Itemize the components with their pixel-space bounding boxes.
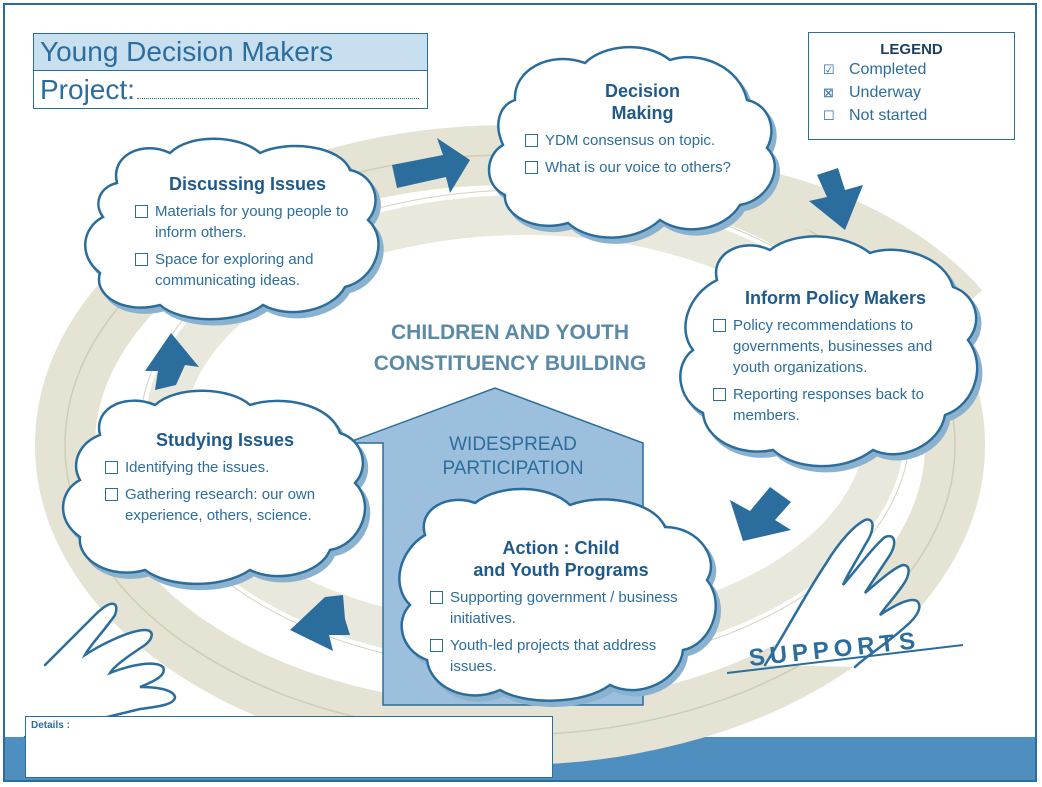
project-input-line[interactable] (136, 72, 419, 99)
project-label: Project: (40, 74, 135, 105)
legend: LEGEND ☑ Completed ⊠ Underway ☐ Not star… (808, 32, 1015, 140)
legend-item-completed: ☑ Completed (823, 58, 1014, 81)
decision-making-content: Decision Making YDM consensus on topic. … (525, 80, 760, 178)
item-label: Identifying the issues. (125, 459, 270, 476)
page-title: Young Decision Makers (34, 34, 427, 71)
arrow-to-studying (290, 595, 350, 651)
checklist-item[interactable]: What is our voice to others? (525, 157, 760, 178)
cloud-decision-making (487, 45, 777, 239)
checkbox-icon[interactable] (430, 591, 443, 604)
action-title-line2: and Youth Programs (473, 560, 649, 580)
checkbox-icon[interactable] (430, 639, 443, 652)
discussing-issues-content: Discussing Issues Materials for young pe… (135, 173, 360, 291)
crossed-box-icon: ⊠ (823, 85, 834, 100)
item-label: What is our voice to others? (545, 159, 731, 176)
title-box: Young Decision Makers Project: (33, 33, 428, 109)
checkbox-icon[interactable] (713, 319, 726, 332)
cycle-arrows (145, 138, 863, 651)
legend-label: Not started (849, 107, 928, 124)
checklist-item[interactable]: Policy recommendations to governments, b… (713, 315, 958, 378)
diagram-background (5, 45, 1035, 780)
project-field[interactable]: Project: (34, 71, 427, 109)
checkbox-icon[interactable] (135, 205, 148, 218)
checklist-item[interactable]: YDM consensus on topic. (525, 130, 760, 151)
legend-label: Completed (849, 61, 927, 78)
checklist-item[interactable]: Youth-led projects that address issues. (430, 635, 692, 677)
item-label: Gathering research: our own experience, … (125, 486, 316, 524)
checklist-item[interactable]: Space for exploring and communicating id… (135, 249, 360, 291)
center-heading-line2: CONSTITUENCY BUILDING (373, 352, 647, 375)
checkbox-icon[interactable] (713, 388, 726, 401)
cloud-studying-issues (61, 389, 367, 586)
action-content: Action : Child and Youth Programs Suppor… (430, 537, 692, 677)
legend-label: Underway (849, 84, 922, 101)
studying-issues-title: Studying Issues (155, 430, 295, 450)
checkbox-icon[interactable] (525, 161, 538, 174)
checklist-item[interactable]: Identifying the issues. (105, 457, 345, 478)
right-hand (763, 518, 921, 669)
cloud-inform-policy (679, 235, 979, 468)
checkbox-icon[interactable] (525, 134, 538, 147)
checklist-item[interactable]: Reporting responses back to members. (713, 384, 958, 426)
arrow-to-inform (809, 168, 863, 230)
empty-box-icon: ☐ (823, 108, 835, 123)
checklist-item[interactable]: Materials for young people to inform oth… (135, 201, 360, 243)
item-label: Space for exploring and communicating id… (155, 251, 314, 289)
details-box[interactable]: Details : (25, 716, 553, 778)
decision-title-line2: Making (611, 103, 674, 123)
cloud-discussing-issues (83, 137, 380, 321)
decision-making-title: Decision Making (525, 80, 760, 124)
legend-title: LEGEND (880, 41, 943, 58)
details-label: Details : (31, 720, 70, 731)
inform-policy-title: Inform Policy Makers (744, 288, 927, 308)
item-label: Supporting government / business initiat… (450, 589, 678, 627)
left-hand (23, 602, 177, 739)
checklist-item[interactable]: Supporting government / business initiat… (430, 587, 692, 629)
item-label: Reporting responses back to members. (733, 386, 924, 424)
discussing-issues-title: Discussing Issues (168, 174, 327, 194)
legend-item-not-started: ☐ Not started (823, 104, 1014, 127)
checkbox-icon[interactable] (135, 253, 148, 266)
cloud-action (398, 487, 717, 702)
inform-policy-content: Inform Policy Makers Policy recommendati… (713, 287, 958, 426)
item-label: Materials for young people to inform oth… (155, 203, 349, 241)
checkbox-icon[interactable] (105, 461, 118, 474)
action-title: Action : Child and Youth Programs (430, 537, 692, 581)
decision-title-line1: Decision (604, 81, 681, 101)
hands (23, 518, 921, 739)
diagram-frame: Young Decision Makers Project: LEGEND ☑ … (3, 3, 1037, 782)
arrow-label-line2: PARTICIPATION (442, 458, 584, 479)
item-label: Policy recommendations to governments, b… (733, 317, 933, 376)
arrow-to-action (730, 487, 791, 541)
center-heading-line1: CHILDREN AND YOUTH (390, 321, 629, 344)
checklist-item[interactable]: Gathering research: our own experience, … (105, 484, 345, 526)
arrow-to-discussing (145, 333, 199, 390)
item-label: YDM consensus on topic. (545, 132, 716, 149)
arrow-to-decision (392, 138, 470, 193)
checked-box-icon: ☑ (823, 62, 835, 77)
arrow-label-line1: WIDESPREAD (449, 434, 577, 455)
arrow-label: WIDESPREAD PARTICIPATION (413, 433, 613, 481)
checkbox-icon[interactable] (105, 488, 118, 501)
legend-item-underway: ⊠ Underway (823, 81, 1014, 104)
center-heading: CHILDREN AND YOUTH CONSTITUENCY BUILDING (360, 317, 660, 379)
item-label: Youth-led projects that address issues. (450, 637, 657, 675)
studying-issues-content: Studying Issues Identifying the issues. … (105, 429, 345, 526)
supports-underline (726, 644, 964, 674)
action-title-line1: Action : Child (502, 538, 620, 558)
